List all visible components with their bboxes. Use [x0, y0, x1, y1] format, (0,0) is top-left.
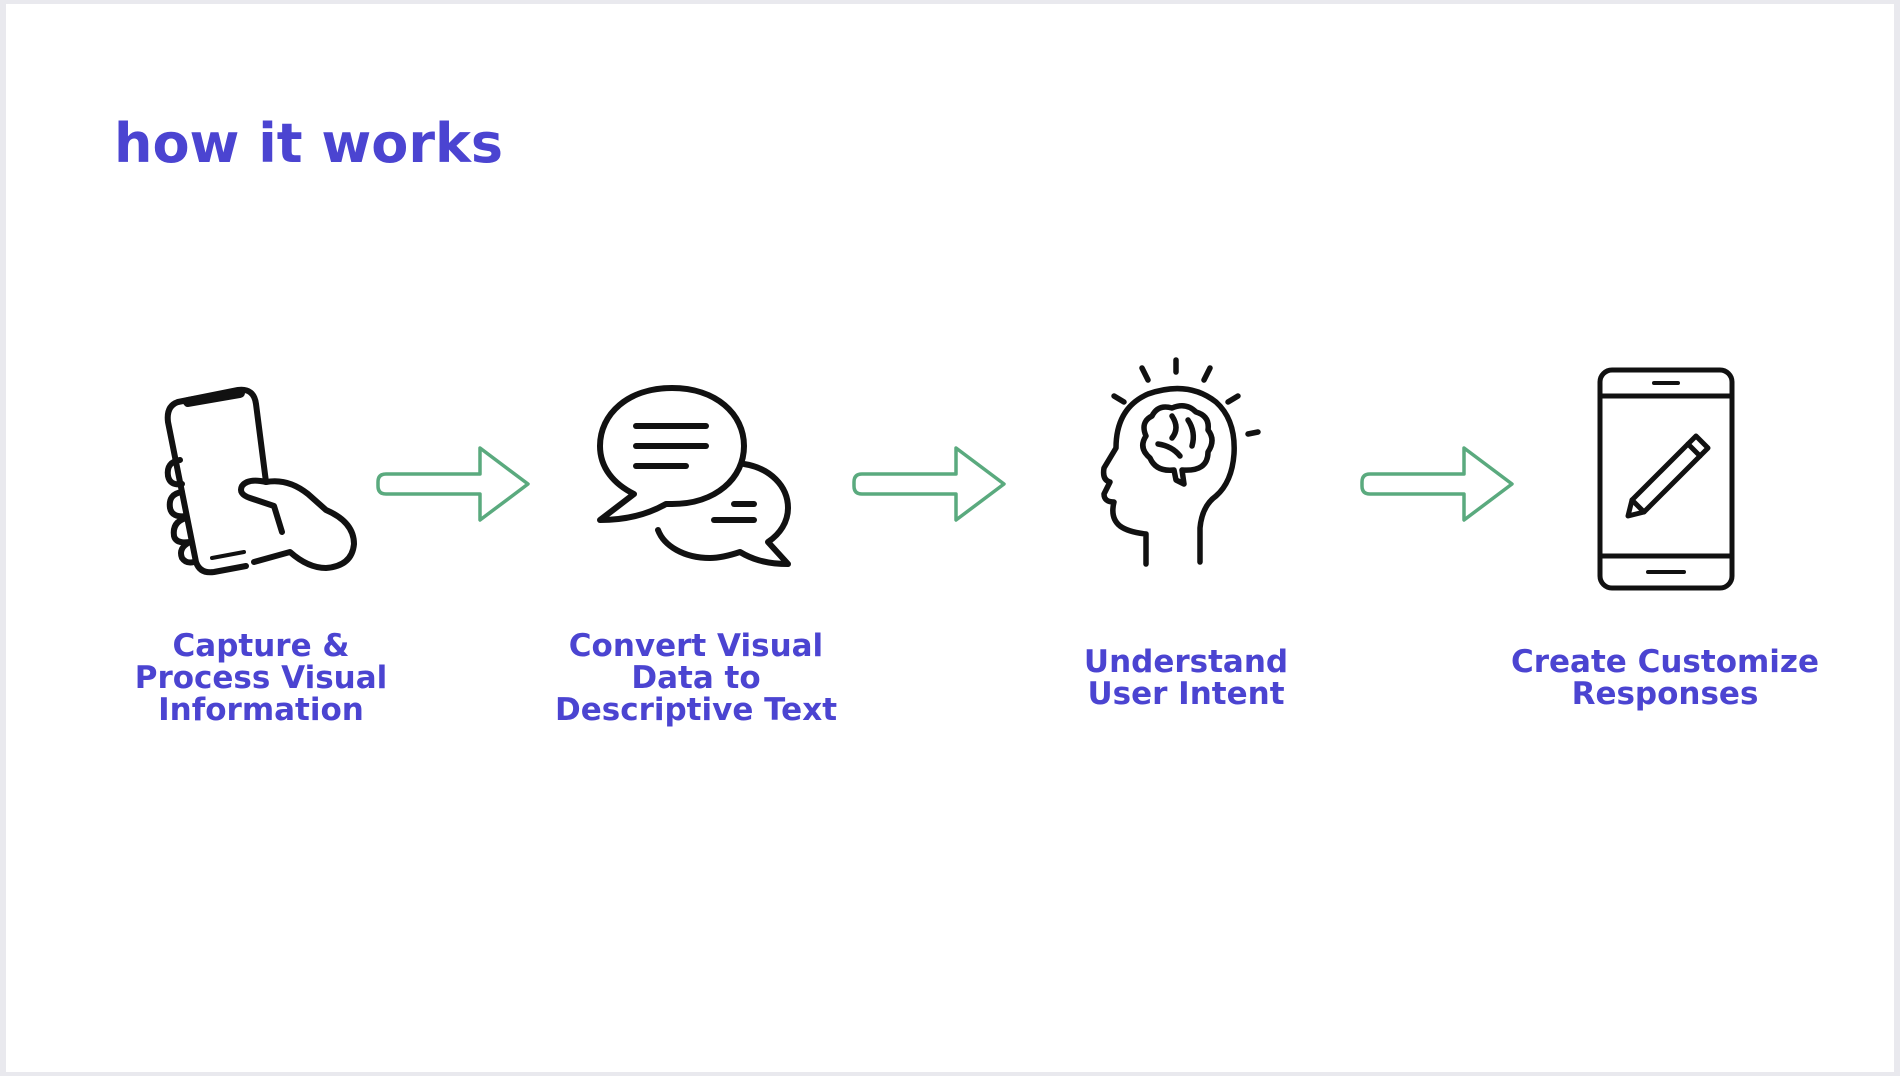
- step-label-understand: Understand User Intent: [1083, 644, 1289, 712]
- step-label-convert: Convert Visual Data to Descriptive Text: [554, 628, 838, 728]
- arrow-right-icon: [376, 445, 532, 523]
- step-label-capture: Capture & Process Visual Information: [134, 628, 388, 728]
- arrow-right-icon: [852, 445, 1008, 523]
- step-label-create: Create Customize Responses: [1510, 644, 1819, 712]
- slide: how it works: [6, 4, 1894, 1072]
- page-title: how it works: [114, 112, 504, 175]
- tablet-pencil-icon: [1596, 366, 1736, 592]
- head-with-brain-icon: [1088, 356, 1278, 570]
- arrow-right-icon: [1360, 445, 1516, 523]
- chat-bubbles-icon: [594, 382, 794, 572]
- hand-holding-phone-icon: [158, 382, 358, 586]
